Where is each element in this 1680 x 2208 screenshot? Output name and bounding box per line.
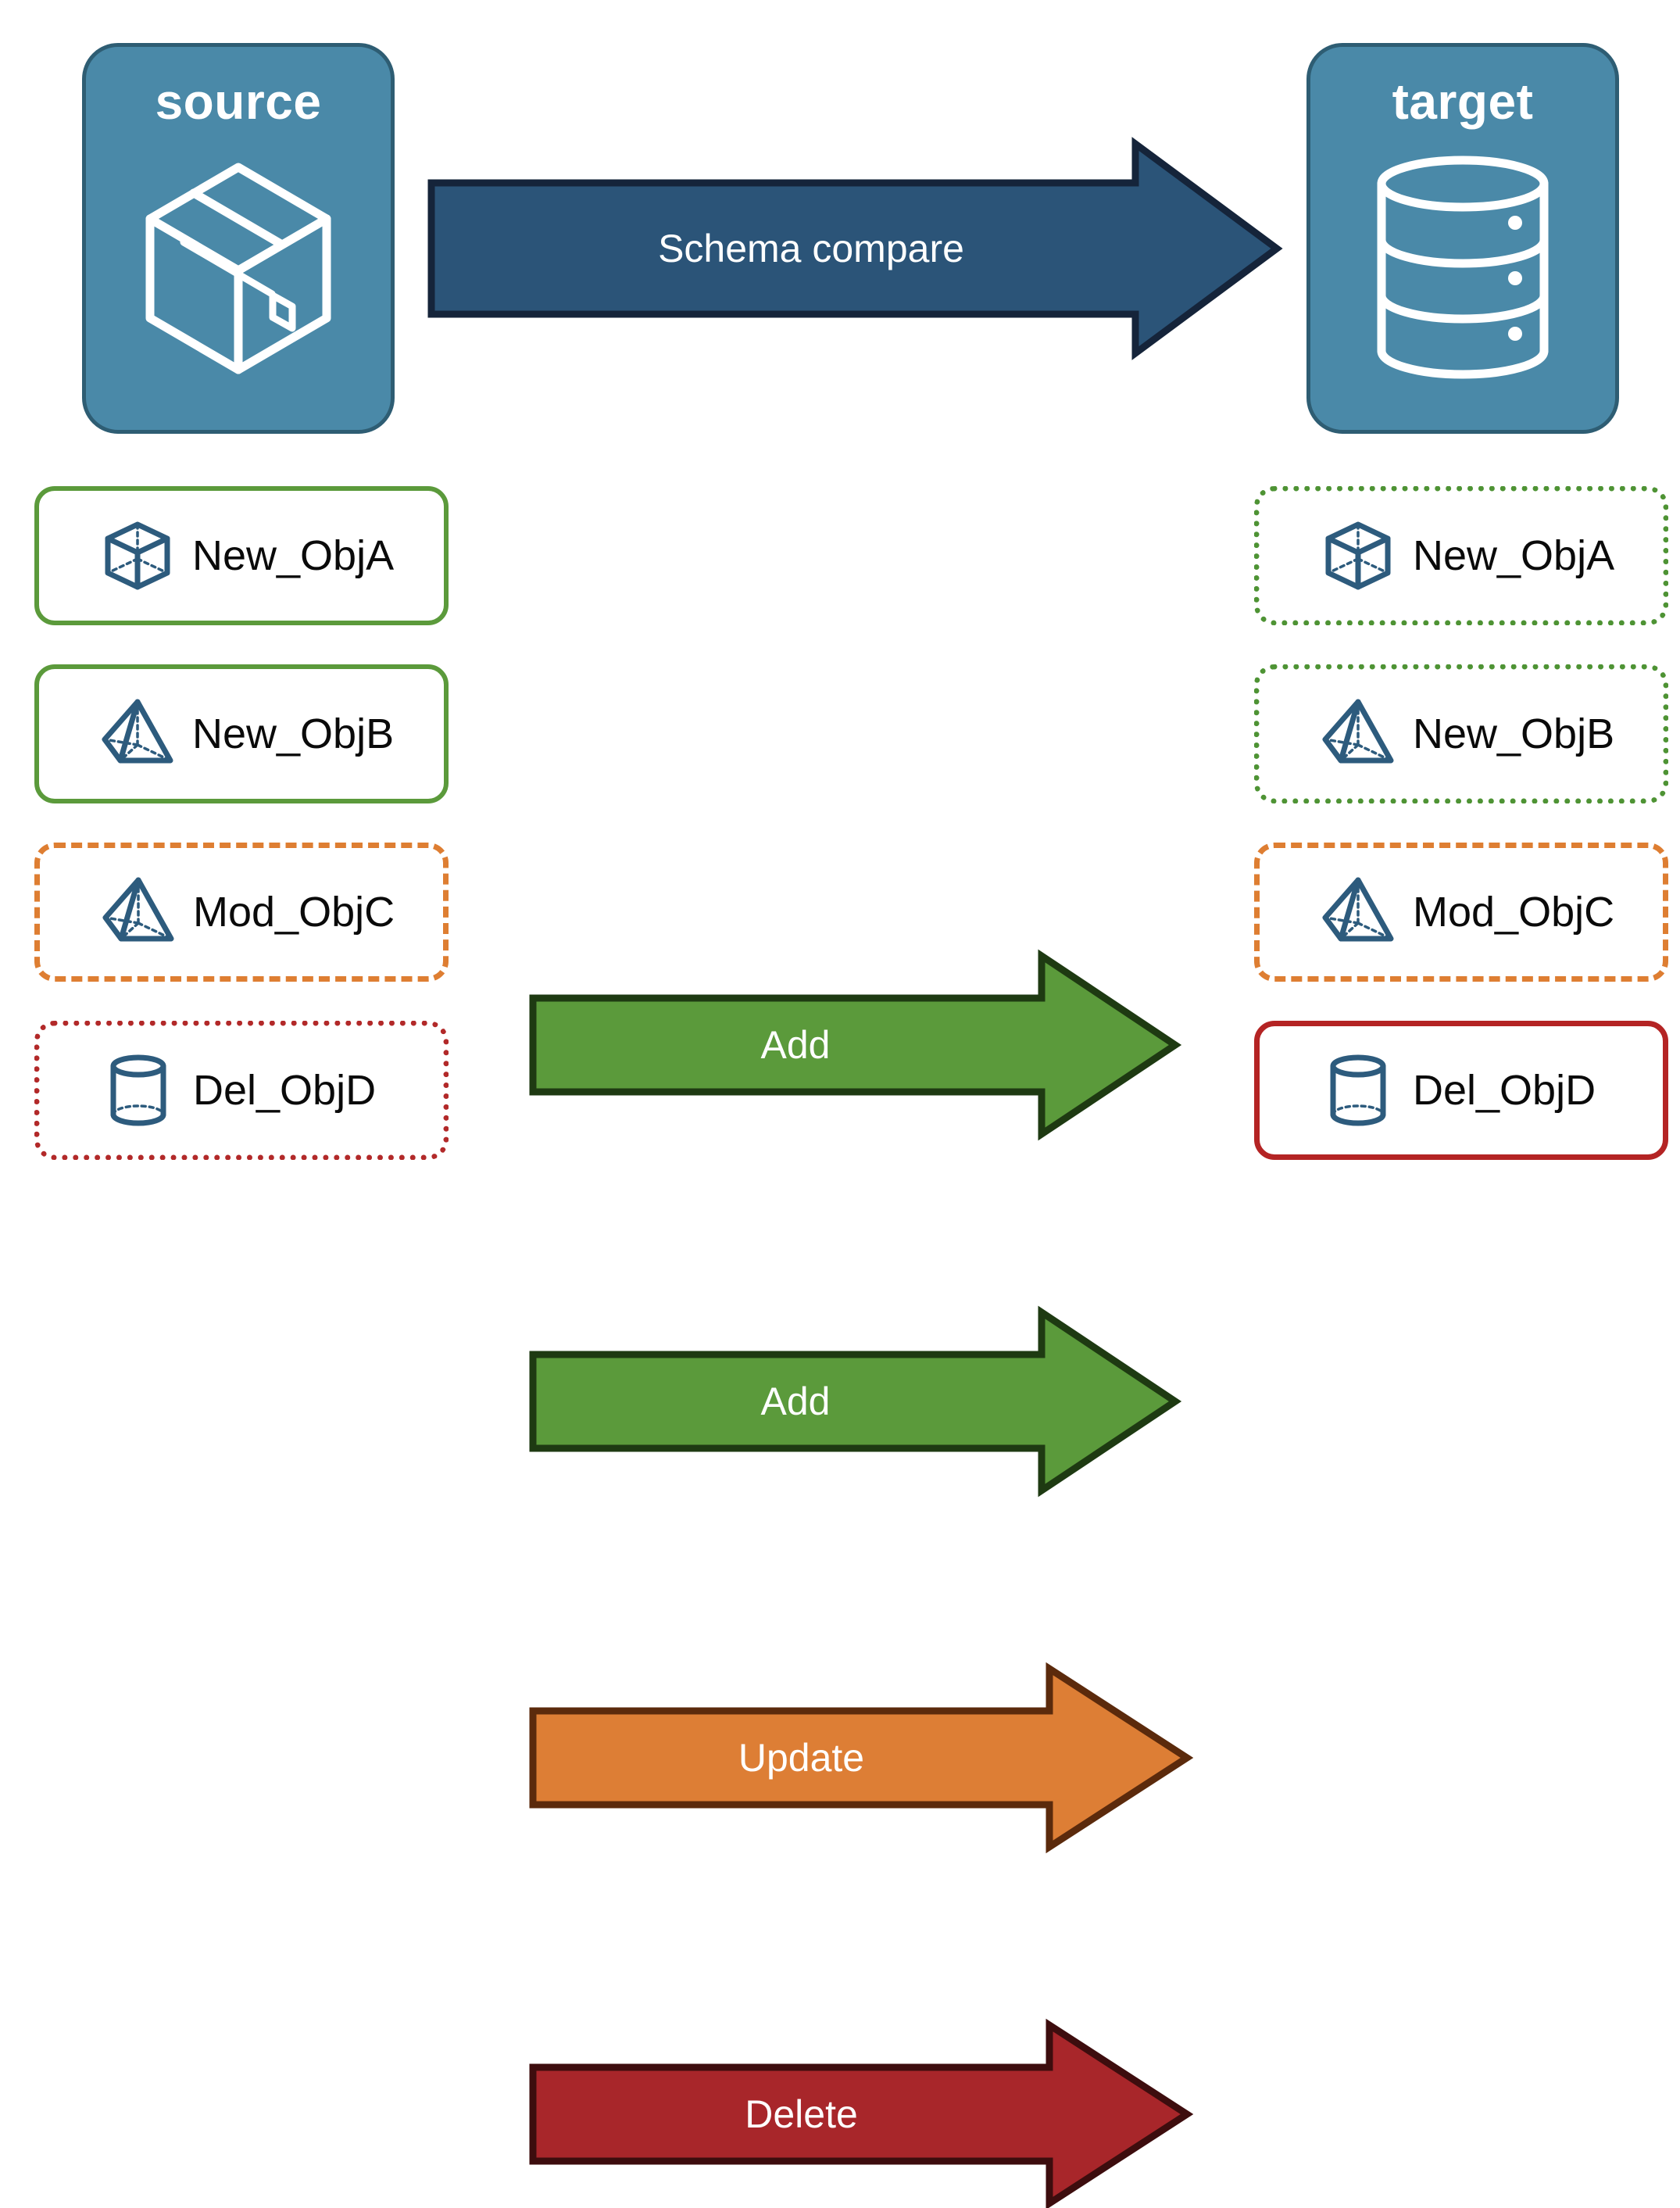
wireframe-cylinder-icon: [1321, 1053, 1396, 1128]
schema-compare-diagram: source Schema compare target: [0, 43, 1680, 2208]
database-cylinder-icon: [1361, 150, 1564, 385]
wireframe-cube-icon: [100, 518, 175, 593]
target-object-card[interactable]: New_ObjA: [1254, 486, 1668, 625]
wireframe-pyramid-icon: [1321, 875, 1396, 950]
diff-row: Del_ObjD Delete Del_ObjD: [0, 1021, 1680, 2208]
target-endpoint-card[interactable]: target: [1306, 43, 1619, 434]
source-object-label: New_ObjB: [192, 710, 395, 757]
target-object-card[interactable]: Del_ObjD: [1254, 1021, 1668, 1160]
target-object-label: New_ObjB: [1413, 710, 1615, 757]
source-object-label: Del_ObjD: [193, 1067, 377, 1114]
target-title: target: [1392, 73, 1534, 130]
delete-action-arrow[interactable]: Delete: [529, 2018, 1194, 2208]
source-endpoint-card[interactable]: source: [82, 43, 395, 434]
source-object-card[interactable]: New_ObjA: [34, 486, 449, 625]
wireframe-cylinder-icon: [101, 1053, 176, 1128]
target-object-card[interactable]: New_ObjB: [1254, 664, 1668, 803]
update-action-arrow[interactable]: Update: [529, 1662, 1194, 1854]
diff-row: New_ObjB Add Ne: [0, 664, 1680, 1498]
source-object-card[interactable]: Del_ObjD: [34, 1021, 449, 1160]
diff-row: Mod_ObjC Update: [0, 843, 1680, 1854]
wireframe-cube-icon: [1321, 518, 1396, 593]
source-object-label: New_ObjA: [192, 532, 395, 579]
wireframe-pyramid-icon: [100, 696, 175, 771]
schema-compare-arrow[interactable]: Schema compare: [427, 137, 1283, 360]
target-object-label: Del_ObjD: [1413, 1067, 1596, 1114]
source-object-card[interactable]: Mod_ObjC: [34, 843, 449, 982]
package-box-icon: [137, 150, 340, 385]
wireframe-pyramid-icon: [101, 875, 176, 950]
diff-row: New_ObjA Add New_: [0, 486, 1680, 1141]
source-object-card[interactable]: New_ObjB: [34, 664, 449, 803]
add-action-arrow[interactable]: Add: [529, 1305, 1182, 1498]
wireframe-pyramid-icon: [1321, 696, 1396, 771]
target-object-label: Mod_ObjC: [1413, 889, 1615, 936]
source-object-label: Mod_ObjC: [193, 889, 395, 936]
source-title: source: [155, 73, 322, 130]
target-object-label: New_ObjA: [1413, 532, 1615, 579]
target-object-card[interactable]: Mod_ObjC: [1254, 843, 1668, 982]
